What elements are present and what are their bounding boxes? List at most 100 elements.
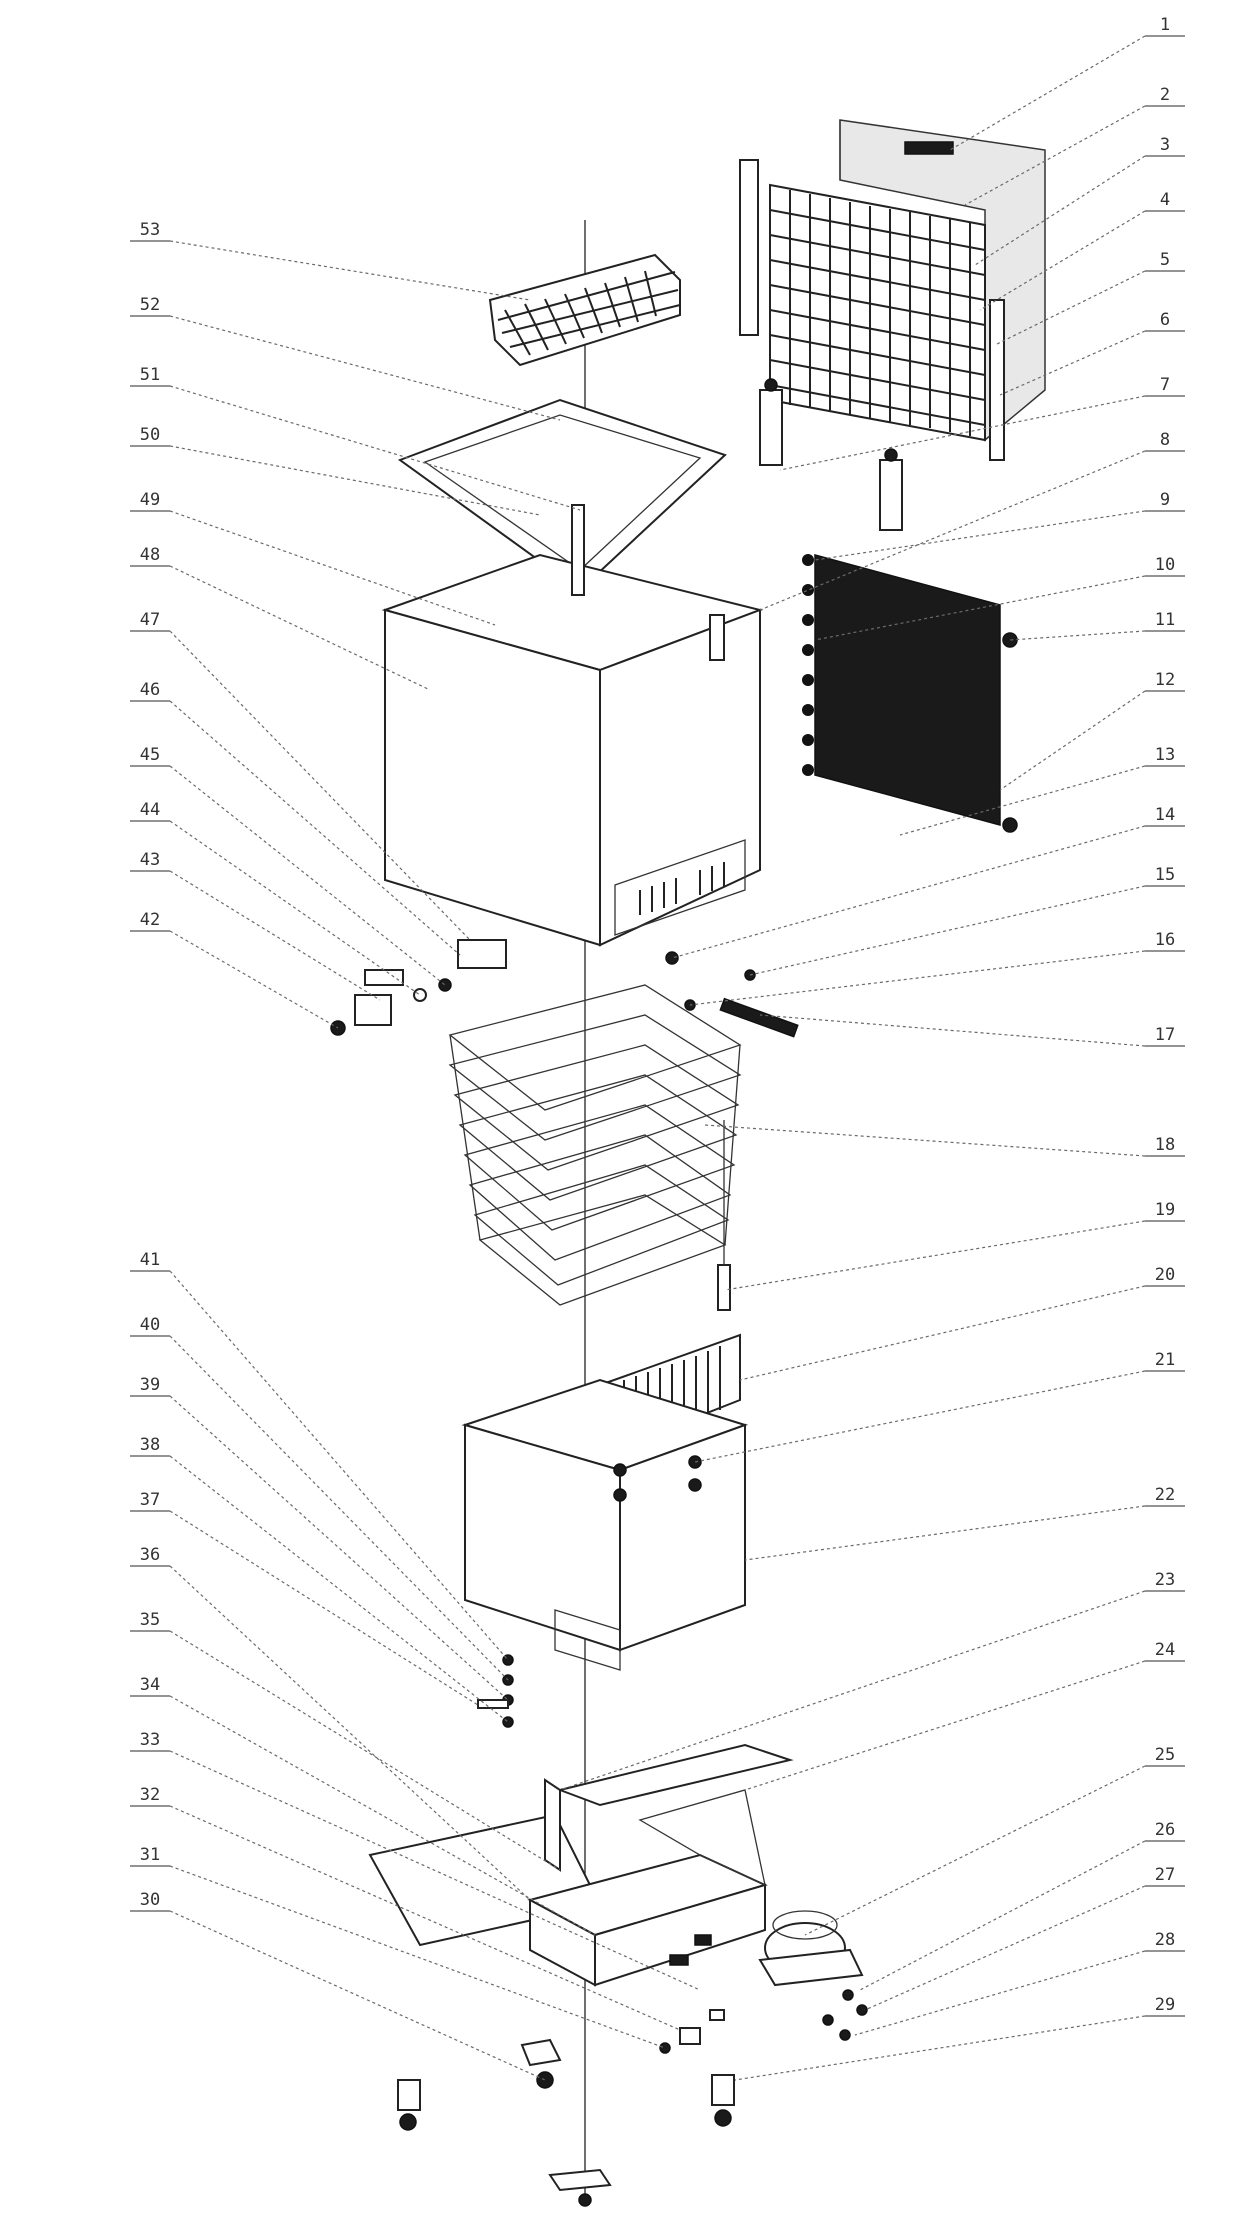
leader-line <box>671 825 1146 959</box>
part-number-2: 2 <box>1160 85 1170 105</box>
leader-line <box>169 1695 596 1936</box>
part-number-1: 1 <box>1160 15 1170 35</box>
leader-line <box>749 885 1146 976</box>
part-label-4: 4 <box>979 190 1185 311</box>
top-frame-part <box>397 398 727 592</box>
leader-line <box>724 1220 1146 1291</box>
part-number-12: 12 <box>1155 670 1175 690</box>
part-label-41: 41 <box>130 1250 509 1661</box>
leader-line <box>949 35 1146 151</box>
part-number-52: 52 <box>140 295 160 315</box>
part-number-3: 3 <box>1160 135 1170 155</box>
leader-line <box>814 510 1146 561</box>
part-number-4: 4 <box>1160 190 1170 210</box>
leader-line <box>169 700 461 956</box>
part-label-18: 18 <box>704 1124 1185 1157</box>
part-number-45: 45 <box>140 745 160 765</box>
part-number-34: 34 <box>140 1675 160 1695</box>
part-number-37: 37 <box>140 1490 160 1510</box>
leader-line <box>999 330 1146 396</box>
leader-line <box>169 1805 681 2031</box>
leader-line <box>694 1370 1146 1463</box>
leader-line <box>169 1510 479 1706</box>
part-label-16: 16 <box>689 930 1185 1006</box>
part-label-2: 2 <box>964 85 1185 206</box>
part-number-28: 28 <box>1155 1930 1175 1950</box>
part-label-53: 53 <box>130 220 531 301</box>
part-label-49: 49 <box>130 490 496 626</box>
part-number-23: 23 <box>1155 1570 1175 1590</box>
leader-line <box>169 1335 509 1681</box>
part-number-15: 15 <box>1155 865 1175 885</box>
part-label-20: 20 <box>739 1265 1185 1381</box>
compressor-part <box>758 1910 868 2041</box>
leader-line <box>169 930 339 1029</box>
part-label-45: 45 <box>130 745 446 986</box>
part-label-7: 7 <box>779 375 1185 471</box>
part-number-24: 24 <box>1155 1640 1175 1660</box>
part-number-19: 19 <box>1155 1200 1175 1220</box>
part-label-33: 33 <box>130 1730 701 1991</box>
part-number-6: 6 <box>1160 310 1170 330</box>
leader-line <box>994 270 1146 346</box>
part-number-10: 10 <box>1155 555 1175 575</box>
part-label-17: 17 <box>759 1014 1185 1047</box>
part-number-25: 25 <box>1155 1745 1175 1765</box>
leader-line <box>169 820 421 996</box>
small-parts-30-31 <box>659 2009 725 2054</box>
part-label-46: 46 <box>130 680 461 956</box>
part-label-39: 39 <box>130 1375 509 1701</box>
part-label-8: 8 <box>759 430 1185 611</box>
part-number-14: 14 <box>1155 805 1175 825</box>
part-label-15: 15 <box>749 865 1185 976</box>
leader-line <box>704 1124 1146 1157</box>
part-number-35: 35 <box>140 1610 160 1630</box>
door-handle-icon <box>904 141 954 155</box>
leader-line <box>689 950 1146 1006</box>
leader-line <box>779 395 1146 471</box>
leader-line <box>169 445 541 516</box>
lower-cabinet-part <box>461 1378 749 1671</box>
part-number-41: 41 <box>140 1250 160 1270</box>
part-number-5: 5 <box>1160 250 1170 270</box>
hinge-part <box>759 378 903 531</box>
part-label-30: 30 <box>130 1890 546 2081</box>
small-parts-37-42 <box>477 1654 514 1728</box>
leader-line <box>744 1505 1146 1561</box>
part-number-20: 20 <box>1155 1265 1175 1285</box>
part-number-13: 13 <box>1155 745 1175 765</box>
door-gasket-part <box>739 159 1005 461</box>
leader-line <box>1009 630 1146 641</box>
leader-line <box>759 450 1146 611</box>
part-number-50: 50 <box>140 425 160 445</box>
part-label-22: 22 <box>744 1485 1185 1561</box>
leader-line <box>974 155 1146 266</box>
part-number-33: 33 <box>140 1730 160 1750</box>
part-number-43: 43 <box>140 850 160 870</box>
leader-line <box>169 315 561 421</box>
part-label-11: 11 <box>1009 610 1185 641</box>
part-number-21: 21 <box>1155 1350 1175 1370</box>
part-number-11: 11 <box>1155 610 1175 630</box>
part-label-52: 52 <box>130 295 561 421</box>
part-number-53: 53 <box>140 220 160 240</box>
leader-line <box>169 1910 546 2081</box>
part-label-6: 6 <box>999 310 1185 396</box>
part-label-48: 48 <box>130 545 431 691</box>
leader-line <box>169 385 581 511</box>
part-number-44: 44 <box>140 800 160 820</box>
side-bracket <box>709 614 725 661</box>
part-label-9: 9 <box>814 490 1185 561</box>
part-label-43: 43 <box>130 850 381 1001</box>
part-number-17: 17 <box>1155 1025 1175 1045</box>
part-label-32: 32 <box>130 1785 681 2031</box>
part-number-27: 27 <box>1155 1865 1175 1885</box>
wire-basket-part <box>488 253 681 367</box>
part-number-39: 39 <box>140 1375 160 1395</box>
part-label-40: 40 <box>130 1315 509 1681</box>
part-number-31: 31 <box>140 1845 160 1865</box>
leader-line <box>979 210 1146 311</box>
part-label-31: 31 <box>130 1845 666 2049</box>
part-label-1: 1 <box>949 15 1185 151</box>
